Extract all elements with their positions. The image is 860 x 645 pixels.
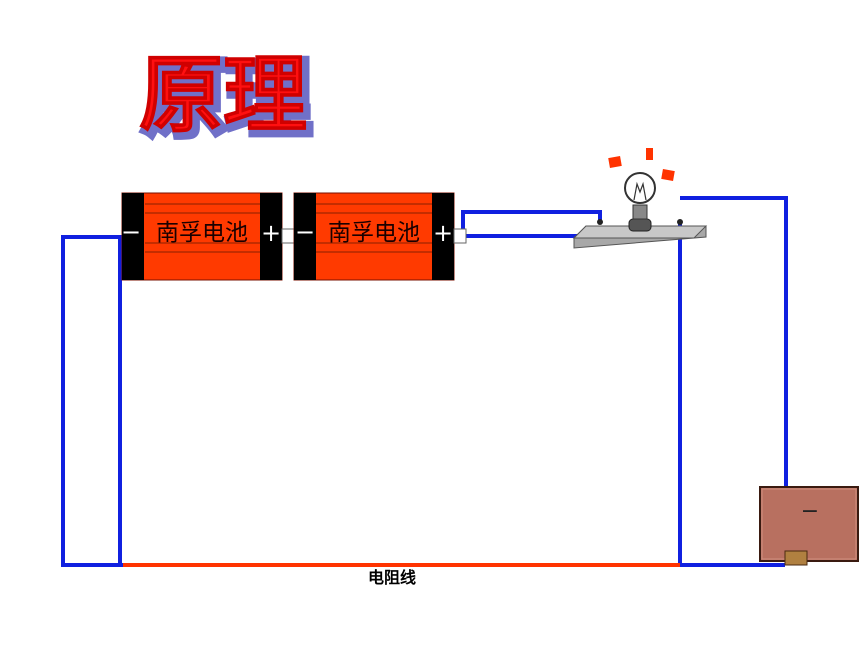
switch-box-slider	[784, 550, 808, 566]
wire-battery-to-lamp-top	[461, 210, 602, 230]
battery-positive-sign: +	[261, 219, 281, 247]
battery-negative-cap	[294, 193, 316, 280]
battery-body	[293, 192, 455, 281]
battery-terminal	[453, 228, 467, 244]
battery-body	[121, 192, 283, 281]
battery-terminal	[281, 228, 295, 244]
lamp	[572, 148, 708, 249]
battery-positive-cap	[260, 193, 282, 280]
battery-2: − 南孚电池 +	[293, 192, 467, 281]
battery-label: 南孚电池	[328, 220, 420, 246]
wire-left-loop	[61, 235, 125, 567]
page-title: 原理	[139, 46, 307, 144]
spark-icon	[608, 148, 675, 181]
battery-label: 南孚电池	[156, 220, 248, 246]
battery-positive-cap	[432, 193, 454, 280]
title: 原理 原理	[138, 46, 315, 153]
lamp-terminal-left	[597, 219, 603, 225]
wire-right-top	[680, 196, 788, 486]
light-bulb-icon	[624, 172, 656, 232]
battery-negative-cap	[122, 193, 144, 280]
lamp-terminal-right	[677, 219, 683, 225]
switch-box-body	[759, 486, 859, 562]
page-title-shadow: 原理	[143, 50, 311, 148]
switch-box: −	[759, 486, 859, 566]
battery-negative-sign: −	[295, 218, 315, 246]
resistance-wire-label: 电阻线	[368, 568, 416, 587]
switch-box-sign: −	[801, 499, 819, 524]
battery-negative-sign: −	[121, 218, 141, 246]
battery-positive-sign: +	[433, 219, 453, 247]
battery-1: − 南孚电池 +	[121, 192, 295, 281]
